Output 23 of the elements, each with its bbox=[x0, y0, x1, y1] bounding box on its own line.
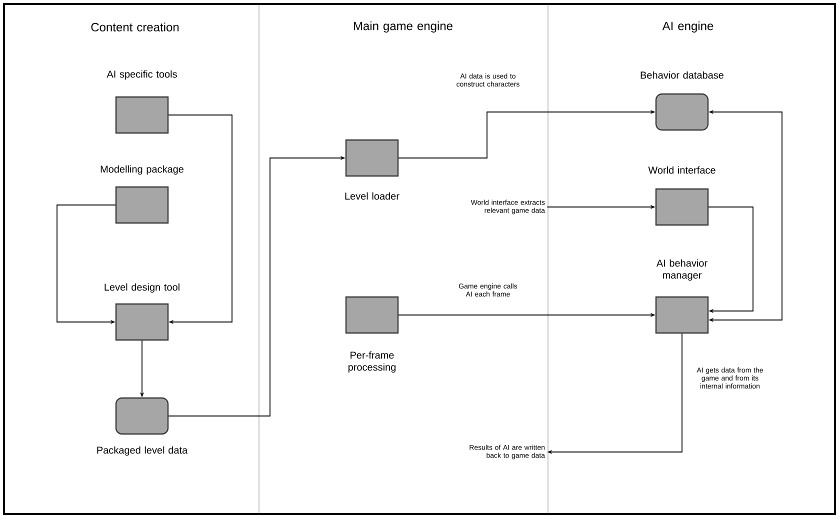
process-box: Packaged level data bbox=[97, 397, 188, 456]
process-box: Per-frame processing bbox=[345, 296, 399, 373]
column-heading: Content creation bbox=[91, 22, 179, 32]
node-label: World interface bbox=[648, 166, 716, 174]
process-box: Level loader bbox=[345, 139, 400, 200]
column-heading: AI engine bbox=[662, 21, 714, 33]
node-label: Level loader bbox=[345, 192, 400, 200]
process-box: World interface bbox=[648, 166, 716, 226]
node-label: Packaged level data bbox=[97, 446, 188, 456]
arrow bbox=[708, 206, 754, 314]
process-box: Modelling package bbox=[100, 165, 184, 224]
node-label: Modelling package bbox=[100, 165, 184, 175]
process-box: Level design tool bbox=[104, 283, 180, 341]
node-label: AI behavior manager bbox=[656, 259, 708, 281]
node-label: Level design tool bbox=[104, 283, 180, 293]
node-label: Per-frame processing bbox=[348, 351, 396, 373]
node-label: Behavior database bbox=[640, 71, 724, 79]
process-box: AI specific tools bbox=[106, 70, 177, 134]
arrow bbox=[168, 114, 232, 324]
column-heading: Main game engine bbox=[354, 21, 452, 33]
process-box: Behavior database bbox=[640, 71, 724, 131]
process-box: AI behavior manager bbox=[655, 259, 709, 334]
node-label: AI specific tools bbox=[106, 70, 177, 80]
